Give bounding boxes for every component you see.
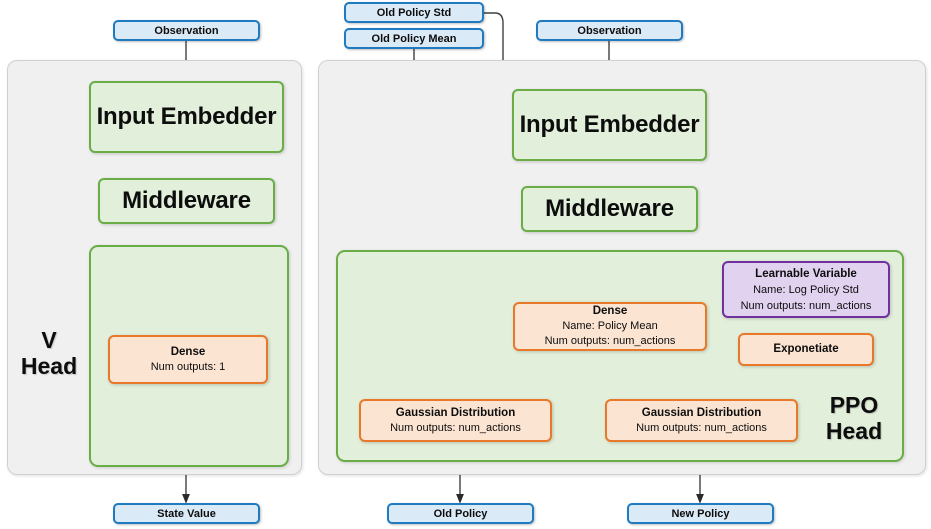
layer-learnable-variable-num-outputs: Num outputs: num_actions	[740, 299, 872, 312]
layer-gaussian-distribution-new[interactable]: Gaussian Distribution Num outputs: num_a…	[605, 399, 798, 442]
module-input-embedder-v[interactable]: Input Embedder	[89, 81, 284, 153]
layer-exponetiate[interactable]: Exponetiate	[738, 333, 874, 366]
layer-dense-policy-mean-num-outputs: Num outputs: num_actions	[544, 335, 676, 347]
output-old-policy[interactable]: Old Policy	[387, 503, 534, 524]
module-middleware-ppo[interactable]: Middleware	[521, 186, 698, 232]
module-middleware-v-label: Middleware	[122, 187, 251, 214]
layer-dense-policy-mean[interactable]: Dense Name: Policy Mean Num outputs: num…	[513, 302, 707, 351]
output-new-policy[interactable]: New Policy	[627, 503, 774, 524]
layer-gaussian-new-num-outputs: Num outputs: num_actions	[636, 421, 767, 434]
layer-dense-policy-mean-name: Name: Policy Mean	[562, 320, 658, 332]
v-head-label-line1: V	[41, 327, 57, 353]
input-observation-v[interactable]: Observation	[113, 20, 260, 41]
ppo-head-label-line1: PPO	[829, 392, 879, 418]
v-head-label-line2: Head	[20, 353, 78, 379]
ppo-head-label: PPO Head	[812, 392, 896, 444]
input-old-policy-std[interactable]: Old Policy Std	[344, 2, 484, 23]
input-observation-ppo[interactable]: Observation	[536, 20, 683, 41]
output-old-policy-label: Old Policy	[433, 507, 488, 520]
layer-gaussian-old-num-outputs: Num outputs: num_actions	[390, 421, 521, 434]
input-observation-ppo-label: Observation	[577, 24, 642, 37]
module-input-embedder-ppo[interactable]: Input Embedder	[512, 89, 707, 161]
layer-exponetiate-label: Exponetiate	[773, 343, 839, 355]
layer-gaussian-new-title: Gaussian Distribution	[641, 406, 762, 419]
input-old-policy-mean[interactable]: Old Policy Mean	[344, 28, 484, 49]
layer-learnable-variable-title: Learnable Variable	[755, 267, 857, 280]
module-middleware-ppo-label: Middleware	[545, 195, 674, 222]
layer-gaussian-old-title: Gaussian Distribution	[395, 406, 516, 419]
layer-dense-policy-mean-title: Dense	[592, 305, 628, 317]
ppo-head-label-line2: Head	[825, 418, 883, 444]
layer-learnable-variable-name: Name: Log Policy Std	[753, 283, 859, 296]
layer-dense-v-num-outputs: Num outputs: 1	[150, 360, 226, 373]
input-observation-v-label: Observation	[154, 24, 219, 37]
module-input-embedder-v-label: Input Embedder	[96, 103, 277, 130]
layer-gaussian-distribution-old[interactable]: Gaussian Distribution Num outputs: num_a…	[359, 399, 552, 442]
output-state-value-label: State Value	[157, 507, 216, 520]
v-head-label: V Head	[10, 327, 88, 379]
input-old-policy-mean-label: Old Policy Mean	[371, 32, 457, 45]
module-middleware-v[interactable]: Middleware	[98, 178, 275, 224]
layer-learnable-variable[interactable]: Learnable Variable Name: Log Policy Std …	[722, 261, 890, 318]
layer-dense-v[interactable]: Dense Num outputs: 1	[108, 335, 268, 384]
output-new-policy-label: New Policy	[671, 507, 730, 520]
output-state-value[interactable]: State Value	[113, 503, 260, 524]
module-input-embedder-ppo-label: Input Embedder	[519, 111, 700, 138]
layer-dense-v-title: Dense	[170, 345, 206, 358]
input-old-policy-std-label: Old Policy Std	[376, 6, 452, 19]
